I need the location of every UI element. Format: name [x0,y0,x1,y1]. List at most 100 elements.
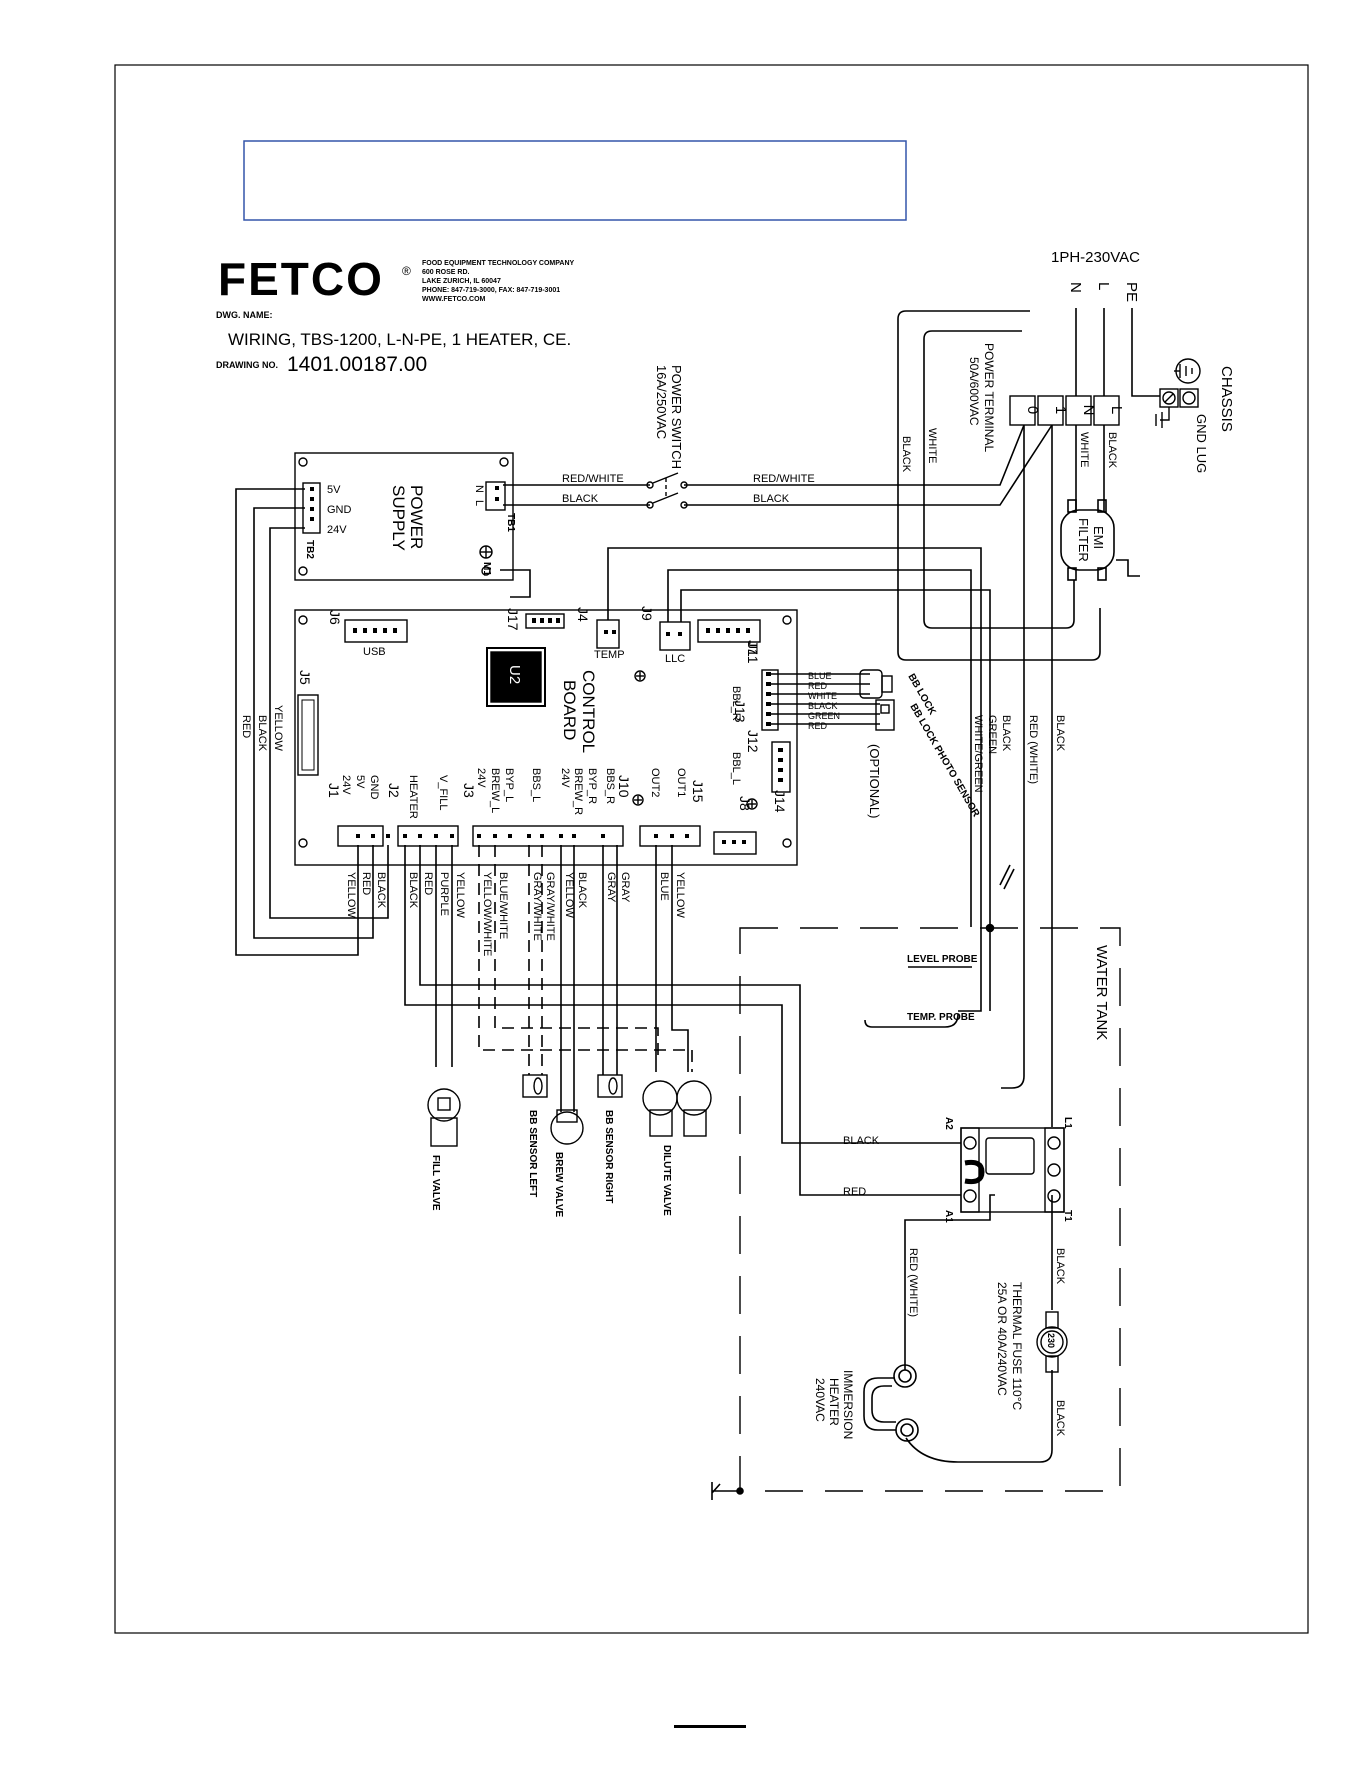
heater-label-line2: HEATER [827,1378,841,1426]
control-board-line2: BOARD [560,680,579,740]
svg-text:HEATER: HEATER [407,775,419,819]
supply-lines: N L PE [1067,282,1140,302]
wire-label-green: GREEN [986,715,998,754]
svg-text:T1: T1 [1062,1210,1073,1222]
svg-text:BYP_R: BYP_R [586,768,598,804]
tb2-pin-5v: 5V [327,484,341,496]
power-supply-pins [310,486,499,521]
svg-text:BLACK: BLACK [808,701,838,711]
dwg-name: WIRING, TBS-1200, L-N-PE, 1 HEATER, CE. [228,330,571,349]
wire-label-red-white: RED/WHITE [753,473,815,485]
thermal-fuse-rating: 25A OR 40A/240VAC [995,1282,1009,1396]
svg-text:24V: 24V [475,768,487,788]
power-supply-line1: POWER [407,485,426,549]
fuse-code: 230 [1046,1333,1056,1348]
connector-ids: J1 J2 J3 J4 J5 J6 J7 J8 J9 J10 J11 J12 J… [297,606,788,813]
sheet-border [114,64,1309,1634]
wire-label-black: BLACK [900,436,912,473]
svg-text:BLUE/WHITE: BLUE/WHITE [497,872,509,939]
svg-text:YELLOW: YELLOW [345,872,357,918]
usb-label: USB [363,646,386,658]
svg-text:V_FILL: V_FILL [437,775,449,810]
svg-text:N: N [1067,282,1084,293]
relay-pin-labels: A2 A1 L1 T1 [943,1117,1073,1223]
temp-label: TEMP [594,649,625,661]
svg-text:L: L [1108,406,1125,414]
svg-text:GRAY/WHITE: GRAY/WHITE [544,872,556,941]
drawing-no: 1401.00187.00 [287,353,427,376]
wire-label-red-white-paren: RED (WHITE) [1027,715,1039,784]
svg-text:J2: J2 [386,783,402,798]
dashed-wires [478,845,693,1075]
emi-filter-line1: EMI [1091,526,1106,549]
svg-text:J6: J6 [327,610,343,625]
svg-text:BLUE: BLUE [808,671,832,681]
control-board-line1: CONTROL [579,670,598,753]
brand-logo: FETCO [218,253,384,305]
wire-label-black: BLACK [1000,715,1012,752]
wire-label-yellow: YELLOW [272,705,284,751]
gnd-lug-label: GND LUG [1194,414,1209,473]
j15-pin-labels: OUT1 OUT2 [649,768,687,797]
svg-text:PE: PE [1123,282,1140,302]
svg-text:J17: J17 [505,608,521,631]
notice-box [243,140,907,221]
svg-text:BLACK: BLACK [407,872,419,909]
svg-text:GREEN: GREEN [808,711,840,721]
solid-state-relay [960,1127,1065,1213]
svg-text:YELLOW: YELLOW [674,872,686,918]
water-tank-title: WATER TANK [1093,945,1110,1040]
power-supply-board [294,452,514,581]
svg-text:YELLOW/WHITE: YELLOW/WHITE [481,872,493,956]
svg-text:J4: J4 [575,607,591,622]
wire-label-black: BLACK [1054,1400,1066,1437]
svg-text:J8: J8 [737,796,753,811]
company-line: WWW.FETCO.COM [422,296,486,303]
svg-text:PURPLE: PURPLE [438,872,450,916]
company-address: FOOD EQUIPMENT TECHNOLOGY COMPANY 600 RO… [422,260,575,303]
tb2-pin-24v: 24V [327,524,347,536]
emi-filter-line2: FILTER [1076,518,1091,562]
tb1-label: TB1 [505,513,516,532]
connector-pins [301,618,783,844]
svg-text:J1: J1 [326,783,342,798]
immersion-heater [863,1364,919,1442]
svg-text:BB SENSOR RIGHT: BB SENSOR RIGHT [603,1110,614,1203]
bbl-r-label: BBL_R [730,686,742,721]
heater-label-line3: 240VAC [813,1378,827,1422]
wire-label-black: BLACK [256,715,268,752]
wire-label-red-white-paren: RED (WHITE) [907,1248,919,1317]
power-terminal-numbers: 0 1 N L [1024,405,1125,416]
power-terminal-rating: 50A/600VAC [967,357,981,426]
svg-text:BLACK: BLACK [375,872,387,909]
wire-label-white: WHITE [926,428,938,463]
company-line: 600 ROSE RD. [422,269,470,276]
svg-text:OUT2: OUT2 [649,768,661,797]
heater-label-line1: IMMERSION [841,1370,855,1439]
tb1-pin-l: L [473,500,485,506]
svg-text:J11: J11 [745,642,761,664]
svg-text:BYP_L: BYP_L [503,768,515,802]
bb-lock-solenoid [859,669,895,731]
svg-text:24V: 24V [559,768,571,788]
wire-label-black: BLACK [753,493,790,505]
svg-text:J10: J10 [616,775,632,798]
svg-text:BREW VALVE: BREW VALVE [553,1152,564,1218]
wire-label-red: RED [240,715,252,738]
svg-text:J3: J3 [461,783,477,798]
temp-probe-label: TEMP. PROBE [907,1012,975,1023]
svg-text:L1: L1 [1062,1117,1073,1129]
svg-text:J14: J14 [772,790,788,813]
valve-labels: FILL VALVE BB SENSOR LEFT BREW VALVE BB … [430,1110,672,1218]
svg-text:BBS_R: BBS_R [604,768,616,804]
tb2-label: TB2 [304,540,315,559]
llc-label: LLC [665,653,685,665]
svg-text:J15: J15 [690,780,706,803]
svg-text:BLUE: BLUE [658,872,670,901]
bbl-l-label: BBL_L [730,752,742,785]
svg-text:RED: RED [808,721,828,731]
svg-text:RED: RED [422,872,434,895]
svg-text:FILL VALVE: FILL VALVE [430,1155,441,1211]
svg-text:BB SENSOR LEFT: BB SENSOR LEFT [527,1110,538,1197]
company-line: FOOD EQUIPMENT TECHNOLOGY COMPANY [422,260,575,267]
